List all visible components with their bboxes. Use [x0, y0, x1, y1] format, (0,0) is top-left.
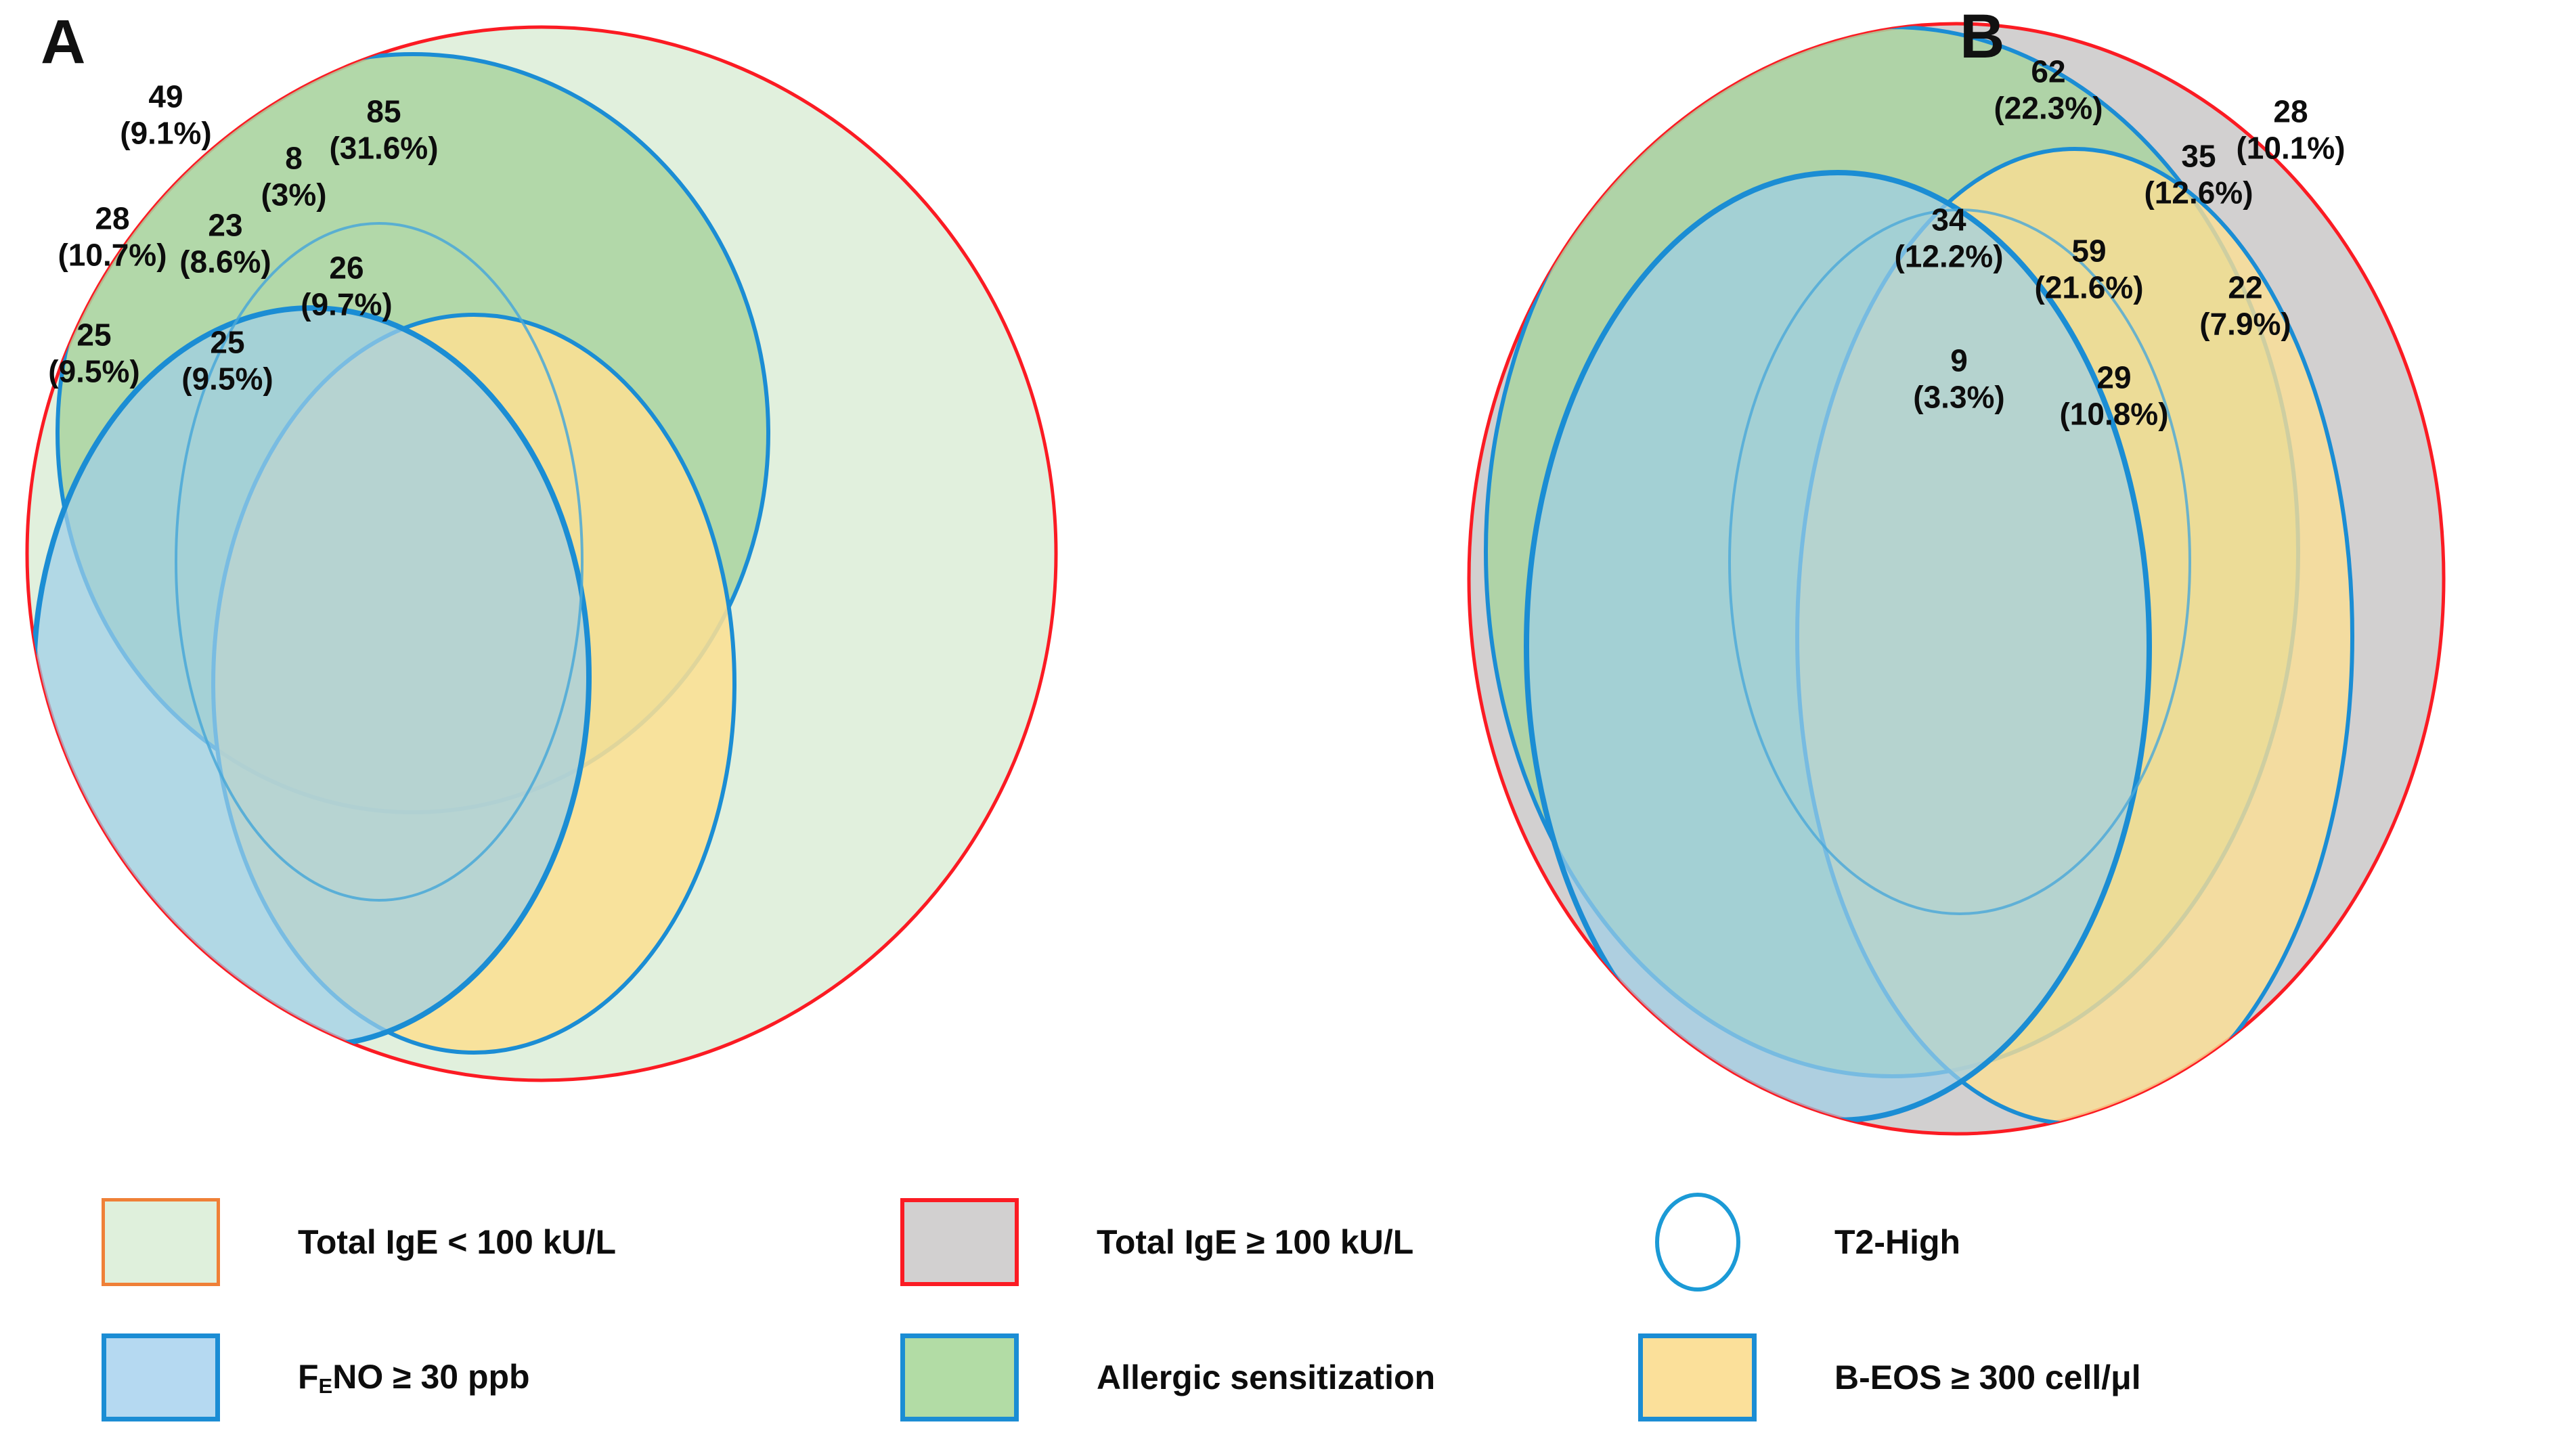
panel-b: B 62 (22.3%) 28 (10.1%) 35 (12.6%) 34 (1…	[1276, 0, 2552, 1151]
venn-diagram-b	[1467, 22, 2446, 1136]
legend-swatch-allergic	[900, 1333, 1019, 1421]
region-count: 9	[1950, 343, 1968, 378]
region-label-beos-only: 22 (7.9%)	[2199, 269, 2291, 343]
region-percent: (9.7%)	[301, 287, 393, 322]
region-percent: (3.3%)	[1913, 380, 2005, 415]
region-label-allergic-only: 49 (9.1%)	[120, 79, 211, 152]
region-count: 59	[2071, 233, 2107, 269]
panels-container: A 49 (9.1%) 85 (31.6%) 8 (3%) 28 (10.7%)…	[0, 0, 2552, 1151]
panel-b-letter: B	[1960, 2, 2004, 71]
region-label-ige-low-only: 85 (31.6%)	[329, 93, 438, 167]
region-count: 29	[2096, 359, 2132, 395]
region-percent: (10.1%)	[2236, 131, 2346, 166]
region-percent: (9.1%)	[120, 116, 212, 151]
legend-label-t2-high: T2-High	[1834, 1223, 1961, 1261]
legend-label-ige-low: Total IgE < 100 kU/L	[298, 1223, 617, 1261]
region-count: 34	[1931, 202, 1966, 238]
ellipse-feno	[1524, 170, 2152, 1123]
region-count: 25	[76, 317, 112, 353]
region-label-allergic-beos: 8 (3%)	[261, 140, 326, 214]
region-count: 26	[329, 250, 364, 286]
region-label-allergic-feno: 34 (12.2%)	[1894, 202, 2003, 275]
ellipse-outline-icon	[1654, 1193, 1740, 1292]
region-label-feno-only: 9 (3.3%)	[1913, 343, 2004, 416]
legend-item-allergic: Allergic sensitization	[900, 1320, 1631, 1435]
region-label-allergic-feno-beos: 23 (8.6%)	[179, 207, 271, 281]
region-count: 35	[2181, 138, 2216, 174]
legend-item-t2-high: T2-High	[1638, 1185, 2450, 1300]
region-percent: (12.2%)	[1894, 239, 2004, 274]
region-percent: (9.5%)	[181, 361, 273, 397]
region-percent: (31.6%)	[329, 131, 439, 166]
region-percent: (10.8%)	[2059, 397, 2169, 432]
legend-swatch-beos	[1638, 1333, 1757, 1421]
legend-label-ige-high: Total IgE ≥ 100 kU/L	[1097, 1223, 1414, 1261]
region-percent: (10.7%)	[58, 238, 167, 273]
legend-swatch-feno	[102, 1333, 220, 1421]
region-count: 25	[210, 324, 245, 360]
region-percent: (7.9%)	[2199, 307, 2291, 342]
panel-a: A 49 (9.1%) 85 (31.6%) 8 (3%) 28 (10.7%)…	[0, 0, 1276, 1151]
legend-label-feno: FENO ≥ 30 ppb	[298, 1357, 530, 1398]
legend: Total IgE < 100 kU/L Total IgE ≥ 100 kU/…	[0, 1151, 2552, 1456]
legend-swatch-ige-high	[900, 1198, 1019, 1286]
region-count: 8	[285, 140, 303, 176]
region-label-feno-beos: 29 (10.8%)	[2059, 359, 2168, 433]
legend-label-beos: B-EOS ≥ 300 cell/μl	[1834, 1359, 2141, 1396]
legend-swatch-ige-low	[102, 1198, 220, 1286]
panel-a-letter: A	[41, 7, 85, 76]
region-label-allergic-feno: 28 (10.7%)	[58, 200, 167, 274]
region-percent: (3%)	[261, 177, 327, 213]
legend-row-2: FENO ≥ 30 ppb Allergic sensitization B-E…	[0, 1320, 2552, 1435]
region-percent: (22.3%)	[1994, 91, 2103, 126]
legend-label-allergic: Allergic sensitization	[1097, 1359, 1436, 1396]
ellipse-feno	[31, 305, 592, 1049]
region-label-feno-only: 25 (9.5%)	[48, 317, 139, 391]
region-count: 49	[148, 79, 183, 114]
region-label-allergic-beos: 35 (12.6%)	[2144, 138, 2253, 212]
region-count: 22	[2228, 269, 2263, 305]
region-label-allergic-feno-beos: 59 (21.6%)	[2034, 233, 2143, 307]
legend-item-ige-high: Total IgE ≥ 100 kU/L	[900, 1185, 1631, 1300]
region-label-ige-high-only: 28 (10.1%)	[2236, 93, 2345, 167]
legend-item-ige-low: Total IgE < 100 kU/L	[102, 1185, 846, 1300]
region-label-feno-beos: 25 (9.5%)	[181, 324, 273, 398]
region-count: 23	[208, 207, 243, 243]
venn-diagram-a	[25, 25, 1058, 1082]
legend-swatch-t2-high	[1638, 1193, 1757, 1292]
region-percent: (9.5%)	[48, 354, 140, 389]
region-percent: (21.6%)	[2034, 270, 2144, 305]
legend-item-beos: B-EOS ≥ 300 cell/μl	[1638, 1320, 2450, 1435]
legend-item-feno: FENO ≥ 30 ppb	[102, 1320, 846, 1435]
ellipse-t2-high	[1728, 208, 2191, 915]
region-label-beos-only: 26 (9.7%)	[301, 250, 392, 324]
ellipse-t2-high	[175, 222, 584, 902]
region-count: 28	[2273, 93, 2308, 129]
region-count: 85	[366, 93, 401, 129]
region-percent: (12.6%)	[2144, 175, 2253, 211]
region-label-allergic-only: 62 (22.3%)	[1994, 53, 2103, 127]
region-count: 28	[95, 200, 130, 236]
region-percent: (8.6%)	[179, 244, 271, 280]
region-count: 62	[2031, 53, 2066, 89]
legend-row-1: Total IgE < 100 kU/L Total IgE ≥ 100 kU/…	[0, 1185, 2552, 1300]
